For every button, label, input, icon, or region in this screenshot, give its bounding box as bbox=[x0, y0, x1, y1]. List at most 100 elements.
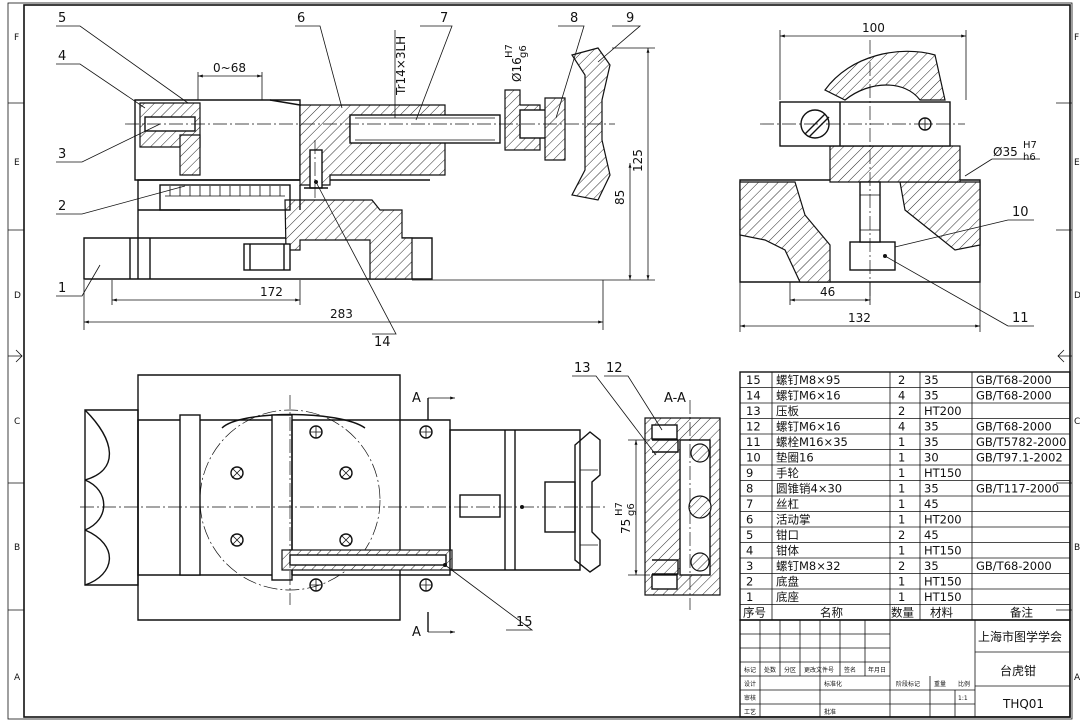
bom-cell-note: GB/T68-2000 bbox=[976, 373, 1052, 387]
zone-letter: F bbox=[1074, 33, 1079, 43]
centering-mark-right bbox=[1057, 349, 1072, 363]
tb-small-label: 处数 bbox=[764, 666, 776, 674]
dim-283: 283 bbox=[330, 307, 353, 321]
dim-35: Ø35 bbox=[993, 145, 1018, 159]
zone-letter: E bbox=[14, 158, 20, 168]
front-view-callouts: 5 4 3 2 1 6 7 8 9 14 bbox=[56, 11, 642, 350]
zone-letter: D bbox=[1074, 291, 1080, 301]
bom-cell-mat: 35 bbox=[924, 373, 939, 387]
zone-letter: B bbox=[14, 543, 20, 553]
tb-small-label: 签名 bbox=[844, 666, 856, 674]
bom-cell-qty: 1 bbox=[898, 590, 905, 604]
bom-cell-no: 1 bbox=[746, 590, 753, 604]
tb-scale: 1:1 bbox=[958, 695, 968, 702]
dim-75: 75 bbox=[619, 519, 633, 534]
callout-1: 1 bbox=[58, 281, 66, 296]
top-view-screw-heads bbox=[230, 425, 433, 592]
bom-cell-name: 活动掌 bbox=[776, 513, 811, 527]
dim-75-fit-top: H7 bbox=[614, 502, 625, 516]
bom-header-mat: 材料 bbox=[930, 606, 953, 620]
callout-10: 10 bbox=[1012, 205, 1029, 220]
bom-cell-note: GB/T68-2000 bbox=[976, 559, 1052, 573]
callout-12: 12 bbox=[606, 361, 623, 376]
callout-7: 7 bbox=[440, 11, 448, 26]
callout-5: 5 bbox=[58, 11, 66, 26]
section-a-a-view: A-A 75 H7 g6 13 12 bbox=[572, 361, 721, 610]
bom-header-note: 备注 bbox=[1010, 606, 1033, 620]
tb-small-label: 比例 bbox=[958, 680, 970, 688]
bom-cell-qty: 1 bbox=[898, 575, 905, 589]
callout-14: 14 bbox=[374, 335, 391, 350]
dim-75-fit-bot: g6 bbox=[626, 503, 637, 516]
bom-cell-name: 丝杠 bbox=[776, 497, 799, 511]
callout-11: 11 bbox=[1012, 311, 1029, 326]
bom-cell-no: 8 bbox=[746, 482, 753, 496]
bom-cell-name: 螺栓M16×35 bbox=[776, 435, 848, 449]
dim-85: 85 bbox=[613, 190, 627, 205]
bom-cell-qty: 2 bbox=[898, 559, 905, 573]
callout-15: 15 bbox=[516, 615, 533, 630]
bom-cell-name: 垫圈16 bbox=[776, 451, 814, 465]
bom-cell-no: 4 bbox=[746, 544, 753, 558]
dim-125: 125 bbox=[631, 149, 645, 172]
bom-cell-no: 10 bbox=[746, 451, 761, 465]
section-title: A-A bbox=[664, 391, 686, 406]
zone-letter: D bbox=[14, 291, 21, 301]
bom-cell-note: GB/T5782-2000 bbox=[976, 435, 1066, 449]
tb-small-label: 设计 bbox=[744, 680, 756, 688]
bom-cell-mat: 35 bbox=[924, 559, 939, 573]
bom-cell-qty: 1 bbox=[898, 513, 905, 527]
bom-cell-no: 3 bbox=[746, 559, 753, 573]
bom-cell-mat: HT200 bbox=[924, 513, 962, 527]
tb-small-label: 标准化 bbox=[824, 680, 842, 688]
tb-small-label: 更改文件号 bbox=[804, 666, 834, 674]
bom-cell-qty: 1 bbox=[898, 435, 905, 449]
bom-cell-qty: 1 bbox=[898, 544, 905, 558]
callout-6: 6 bbox=[297, 11, 305, 26]
zone-letters: F E D C B A F E D C B A bbox=[8, 33, 1080, 683]
side-view-callouts: 10 11 bbox=[883, 205, 1034, 327]
callout-9: 9 bbox=[626, 11, 634, 26]
dim-thread: Tr14×3LH bbox=[394, 36, 408, 96]
tb-small-label: 标记 bbox=[744, 666, 756, 674]
dim-35-fit-top: H7 bbox=[1023, 140, 1037, 151]
bom-cell-no: 12 bbox=[746, 420, 761, 434]
bom-cell-no: 14 bbox=[746, 389, 761, 403]
zone-letter: C bbox=[14, 417, 20, 427]
bom-cell-name: 钳口 bbox=[776, 528, 799, 542]
callout-8: 8 bbox=[570, 11, 578, 26]
dim-16-fit-top: H7 bbox=[504, 44, 515, 58]
bom-cell-no: 9 bbox=[746, 466, 753, 480]
bom-header-name: 名称 bbox=[820, 606, 843, 620]
dim-132: 132 bbox=[848, 311, 871, 325]
bom-cell-no: 5 bbox=[746, 528, 753, 542]
top-view bbox=[80, 374, 605, 621]
front-section-view bbox=[83, 47, 615, 280]
tb-org: 上海市图学学会 bbox=[978, 629, 1062, 644]
dim-16-fit-bot: g6 bbox=[518, 45, 529, 58]
zone-letter: B bbox=[1074, 543, 1080, 553]
bom-cell-note: GB/T68-2000 bbox=[976, 420, 1052, 434]
dim-46: 46 bbox=[820, 285, 835, 299]
zone-letter: A bbox=[1074, 673, 1080, 683]
tb-drawing-name: 台虎钳 bbox=[1000, 663, 1036, 678]
bom-header-qty: 数量 bbox=[891, 606, 914, 620]
zone-letter: A bbox=[14, 673, 21, 683]
bom-cell-qty: 2 bbox=[898, 404, 905, 418]
dim-35-fit-bot: h6 bbox=[1023, 152, 1036, 163]
bom-cell-qty: 4 bbox=[898, 420, 905, 434]
dim-100: 100 bbox=[862, 21, 885, 35]
callout-3: 3 bbox=[58, 147, 66, 162]
tb-small-label: 年月日 bbox=[868, 666, 886, 674]
bom-cell-name: 圆锥销4×30 bbox=[776, 482, 842, 496]
bom-cell-no: 11 bbox=[746, 435, 761, 449]
bom-cell-mat: HT150 bbox=[924, 466, 962, 480]
inner-border bbox=[23, 4, 1071, 718]
bom-cell-name: 手轮 bbox=[776, 466, 799, 480]
tb-code: THQ01 bbox=[1002, 697, 1044, 711]
bom-cell-note: GB/T117-2000 bbox=[976, 482, 1059, 496]
title-block: 上海市图学学会 台虎钳 THQ01 1:1 标记 处数 分区 更改文件号 签名 … bbox=[739, 619, 1071, 718]
front-view-dimensions: 0~68 172 283 85 125 Tr14×3LH Ø16 H7 g6 bbox=[83, 30, 655, 330]
bom-cell-qty: 1 bbox=[898, 497, 905, 511]
